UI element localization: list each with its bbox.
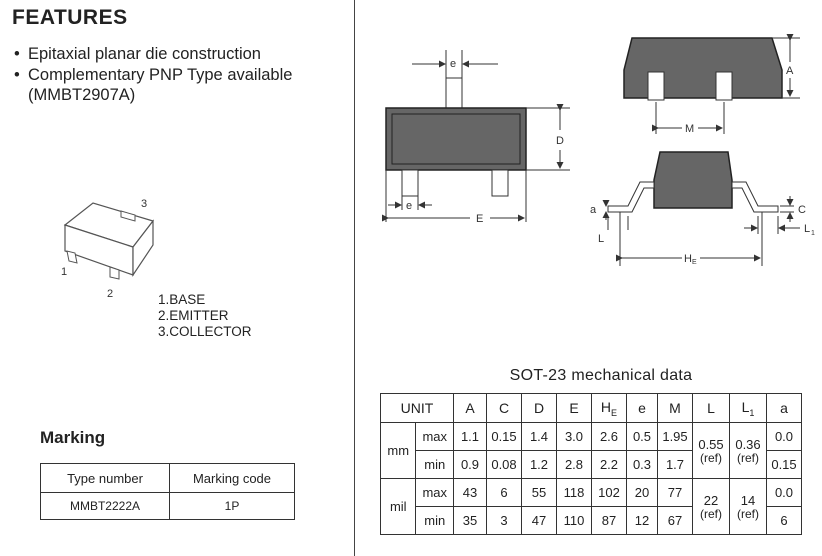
dim-label-a: a — [590, 204, 597, 216]
pin-label-emitter: 2.EMITTER — [158, 308, 229, 323]
unit-cell: mm — [379, 422, 417, 479]
pin-labels: 1.BASE 2.EMITTER 3.COLLECTOR — [158, 292, 252, 340]
table-cell: 2.8 — [556, 450, 592, 479]
dim-label-HE-sub: E — [692, 259, 697, 266]
dim-label-D: D — [556, 135, 564, 147]
features-title: FEATURES — [12, 6, 128, 29]
col-header: HE — [591, 393, 627, 423]
table-cell: 0.36(ref) — [729, 422, 767, 479]
feature-item: Complementary PNP Type available — [14, 65, 292, 86]
table-cell: 1.7 — [657, 450, 693, 479]
table-cell: 12 — [626, 506, 658, 535]
col-header: a — [766, 393, 802, 423]
pin-number: 2 — [107, 288, 113, 300]
dim-label-C: C — [798, 204, 806, 216]
unit-header: UNIT — [380, 393, 454, 423]
table-cell: 55 — [521, 478, 557, 507]
max-label: max — [415, 478, 454, 507]
feature-item: Epitaxial planar die construction — [14, 44, 292, 65]
dim-label-A: A — [786, 65, 794, 77]
pin-label-base: 1.BASE — [158, 292, 206, 307]
table-cell: 0.08 — [486, 450, 522, 479]
col-header: L — [692, 393, 730, 423]
col-header: C — [486, 393, 522, 423]
dim-label-L: L — [598, 233, 604, 245]
marking-cell: 1P — [169, 492, 295, 520]
table-cell: 0.3 — [626, 450, 658, 479]
table-cell: 67 — [657, 506, 693, 535]
col-header: D — [521, 393, 557, 423]
table-cell: 1.1 — [453, 422, 487, 451]
feature-item-continuation: (MMBT2907A) — [28, 86, 136, 104]
min-label: min — [415, 506, 454, 535]
table-cell: 2.6 — [591, 422, 627, 451]
col-header: e — [626, 393, 658, 423]
unit-cell: mil — [379, 478, 417, 535]
pin-number: 1 — [61, 266, 67, 278]
table-cell: 0.15 — [766, 450, 802, 479]
table-cell: 77 — [657, 478, 693, 507]
table-cell: 0.9 — [453, 450, 487, 479]
table-cell: 1.2 — [521, 450, 557, 479]
marking-table: Type number Marking code MMBT2222A 1P — [40, 463, 295, 520]
table-cell: 0.5 — [626, 422, 658, 451]
table-cell: 3.0 — [556, 422, 592, 451]
mechanical-data-table: UNIT A C D E HE e M L L1 a mm max 1.1 0.… — [379, 393, 802, 535]
mechanical-table-title: SOT-23 mechanical data — [509, 367, 693, 384]
max-label: max — [415, 422, 454, 451]
dim-label-E: E — [476, 213, 483, 225]
table-cell: 6 — [766, 506, 802, 535]
table-cell: 35 — [453, 506, 487, 535]
dim-label-HE: H — [684, 253, 692, 265]
table-cell: 87 — [591, 506, 627, 535]
table-cell: 20 — [626, 478, 658, 507]
dim-label-e: e — [450, 58, 456, 70]
dim-label-L1: L — [804, 223, 810, 235]
pin-label-collector: 3.COLLECTOR — [158, 324, 252, 339]
table-cell: 0.55(ref) — [692, 422, 730, 479]
dim-label-L1-sub: 1 — [811, 230, 815, 237]
table-cell: 0.0 — [766, 478, 802, 507]
table-cell: 14(ref) — [729, 478, 767, 535]
table-cell: 1.95 — [657, 422, 693, 451]
table-cell: 43 — [453, 478, 487, 507]
sot23-package-sketch: 3 1 2 — [61, 198, 155, 300]
pin-number: 3 — [141, 198, 147, 210]
min-label: min — [415, 450, 454, 479]
table-cell: 110 — [556, 506, 592, 535]
column-divider — [354, 0, 355, 556]
table-cell: 102 — [591, 478, 627, 507]
col-header: E — [556, 393, 592, 423]
marking-cell: MMBT2222A — [40, 492, 170, 520]
table-cell: 0.0 — [766, 422, 802, 451]
features-list: Epitaxial planar die construction Comple… — [14, 44, 292, 86]
marking-header: Type number — [40, 463, 170, 493]
col-header: M — [657, 393, 693, 423]
table-cell: 22(ref) — [692, 478, 730, 535]
table-cell: 47 — [521, 506, 557, 535]
col-header: L1 — [729, 393, 767, 423]
col-header: A — [453, 393, 487, 423]
table-cell: 118 — [556, 478, 592, 507]
table-cell: 6 — [486, 478, 522, 507]
table-cell: 1.4 — [521, 422, 557, 451]
dimension-drawings: e e E D A M H E a L C L 1 — [382, 34, 815, 266]
table-cell: 0.15 — [486, 422, 522, 451]
dim-label-M: M — [685, 123, 694, 135]
marking-title: Marking — [40, 428, 106, 447]
marking-header: Marking code — [169, 463, 295, 493]
table-cell: 3 — [486, 506, 522, 535]
dim-label-e: e — [406, 200, 412, 212]
table-cell: 2.2 — [591, 450, 627, 479]
